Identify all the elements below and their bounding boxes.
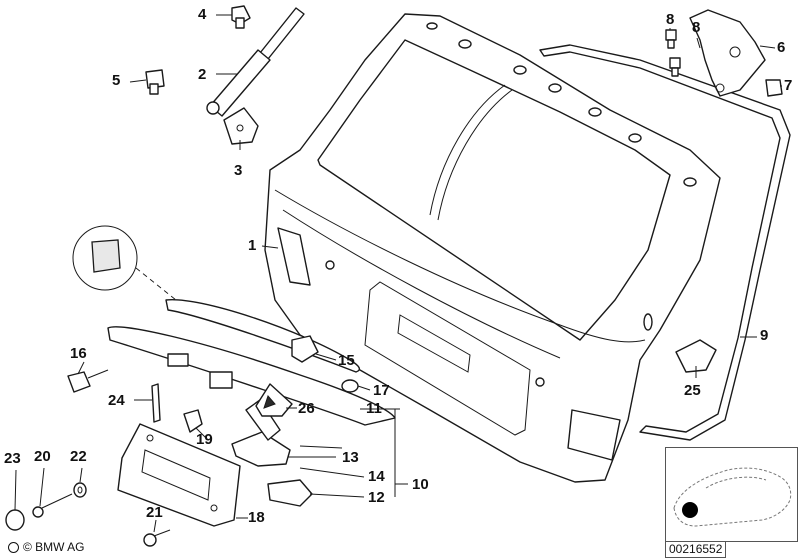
tailgate-seal xyxy=(539,44,791,441)
vehicle-location-inset xyxy=(665,447,798,542)
screw-16 xyxy=(67,369,109,393)
callout-11: 11 xyxy=(366,400,382,417)
washer-22 xyxy=(73,482,87,498)
copyright-text: © BMW AG xyxy=(23,540,85,554)
callout-19: 19 xyxy=(196,431,213,448)
latch-cover xyxy=(291,335,319,363)
callout-7: 7 xyxy=(784,77,793,94)
bumper-pad-24 xyxy=(151,383,161,423)
callout-26: 26 xyxy=(298,400,315,417)
rear-lid-handle xyxy=(231,431,291,467)
callout-10: 10 xyxy=(412,476,429,493)
callout-15: 15 xyxy=(338,352,355,369)
license-light-housing xyxy=(167,353,233,389)
car-outline-icon xyxy=(673,467,792,527)
callout-9: 9 xyxy=(760,327,769,344)
gas-strut xyxy=(206,7,305,117)
bmw-logo-icon xyxy=(8,542,19,553)
callout-22: 22 xyxy=(70,448,87,465)
callout-25: 25 xyxy=(684,382,701,399)
callout-18: 18 xyxy=(248,509,265,526)
tailgate-panel xyxy=(264,13,721,483)
handle-bracket xyxy=(245,399,281,441)
leader-lines xyxy=(14,14,782,533)
strut-bracket xyxy=(223,107,259,145)
callout-16: 16 xyxy=(70,345,87,362)
warning-triangle-holder xyxy=(255,383,293,417)
callout-21: 21 xyxy=(146,504,163,521)
buffer-25 xyxy=(675,339,717,373)
lower-trim-cap xyxy=(267,479,313,507)
callout-13: 13 xyxy=(342,449,359,466)
callout-24: 24 xyxy=(108,392,125,409)
callout-3: 3 xyxy=(234,162,243,179)
callout-2: 2 xyxy=(198,66,207,83)
callout-14: 14 xyxy=(368,468,385,485)
hinge-nut xyxy=(765,79,783,97)
frame-mounting-holes xyxy=(426,22,697,187)
screw-21 xyxy=(143,529,171,547)
callout-20: 20 xyxy=(34,448,51,465)
document-number: 00216552 xyxy=(665,541,727,558)
callout-5: 5 xyxy=(112,72,121,89)
bolt-upper xyxy=(145,69,165,95)
hinge xyxy=(689,9,766,97)
callout-4: 4 xyxy=(198,6,207,23)
callout-8a: 8 xyxy=(666,11,675,28)
plug-17 xyxy=(341,379,359,393)
location-marker xyxy=(682,502,698,518)
cap-23 xyxy=(5,509,25,531)
copyright-label: © BMW AG xyxy=(8,540,85,555)
screw-20 xyxy=(32,493,73,518)
ball-stud xyxy=(231,5,251,29)
license-plate-holder xyxy=(117,423,241,527)
clip-19 xyxy=(183,409,203,433)
detail-magnifier xyxy=(72,225,177,301)
callout-1: 1 xyxy=(248,237,257,254)
callout-12: 12 xyxy=(368,489,385,506)
callout-6: 6 xyxy=(777,39,786,56)
hinge-bolt-b xyxy=(669,57,681,77)
callout-8b: 8 xyxy=(692,19,701,36)
callout-23: 23 xyxy=(4,450,21,467)
callout-17: 17 xyxy=(373,382,390,399)
hinge-bolt-a xyxy=(665,29,677,49)
